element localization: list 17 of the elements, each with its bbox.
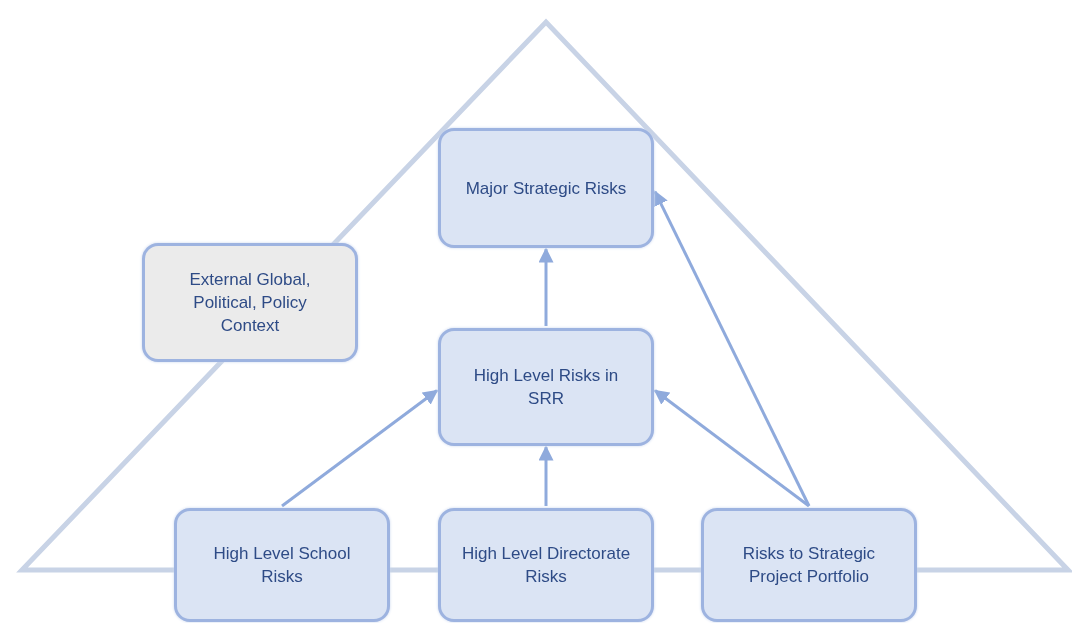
box-label: High Level School Risks (212, 543, 352, 588)
risk-box (438, 328, 654, 446)
arrow (281, 389, 439, 508)
box-label: High Level Risks in SRR (472, 365, 620, 410)
context-box (142, 243, 358, 362)
box-label: Risks to Strategic Project Portfolio (741, 543, 877, 588)
risk-box (174, 508, 390, 622)
arrow (538, 445, 554, 506)
arrow (538, 247, 554, 326)
box-label: Major Strategic Risks (465, 177, 627, 200)
box-label: External Global, Political, Policy Context (188, 269, 312, 337)
risk-box (438, 128, 654, 248)
risk-box (438, 508, 654, 622)
risk-box (701, 508, 917, 622)
box-label: High Level Directorate Risks (460, 543, 632, 588)
arrow (653, 389, 810, 508)
arrow (653, 190, 811, 507)
